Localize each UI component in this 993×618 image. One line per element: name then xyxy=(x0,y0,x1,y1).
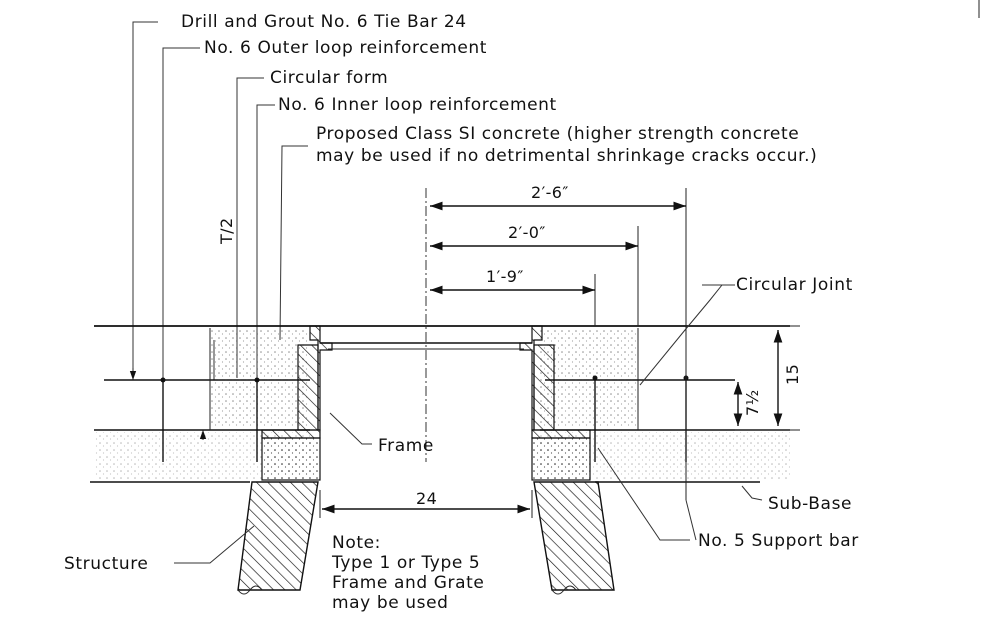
opening-dimension xyxy=(319,490,533,518)
frame-left xyxy=(261,325,333,481)
reference-leaders xyxy=(132,21,735,380)
label-circular-form: Circular form xyxy=(270,68,388,88)
grate xyxy=(320,342,532,350)
note-line1: Type 1 or Type 5 xyxy=(331,553,480,573)
frame-right xyxy=(519,325,591,481)
dim-2-0: 2′-0″ xyxy=(508,223,546,242)
note-title: Note: xyxy=(332,533,381,553)
label-frame: Frame xyxy=(378,436,434,456)
body-leaders xyxy=(174,0,980,564)
depth-dimensions xyxy=(733,325,800,431)
label-sub-base: Sub-Base xyxy=(768,494,852,514)
dim-depth-15: 15 xyxy=(783,364,802,385)
note-line2: Frame and Grate xyxy=(332,573,484,593)
dim-half-depth: 7½ xyxy=(743,390,762,417)
label-concrete-line1: Proposed Class SI concrete (higher stren… xyxy=(316,124,799,144)
dim-t-half: T/2 xyxy=(217,217,236,245)
label-support-bar: No. 5 Support bar xyxy=(698,531,859,551)
label-circular-joint: Circular Joint xyxy=(736,275,853,295)
label-drill-grout: Drill and Grout No. 6 Tie Bar 24 xyxy=(181,12,467,32)
label-outer-loop: No. 6 Outer loop reinforcement xyxy=(204,38,487,58)
radius-dimensions xyxy=(430,188,687,500)
label-concrete-line2: may be used if no detrimental shrinkage … xyxy=(316,146,817,166)
dim-2-6: 2′-6″ xyxy=(531,183,569,202)
dim-opening-24: 24 xyxy=(416,489,437,508)
dim-1-9: 1′-9″ xyxy=(486,267,524,286)
label-inner-loop: No. 6 Inner loop reinforcement xyxy=(278,95,557,115)
label-structure: Structure xyxy=(64,554,148,574)
note-line3: may be used xyxy=(332,593,449,613)
structure-walls xyxy=(237,481,615,595)
